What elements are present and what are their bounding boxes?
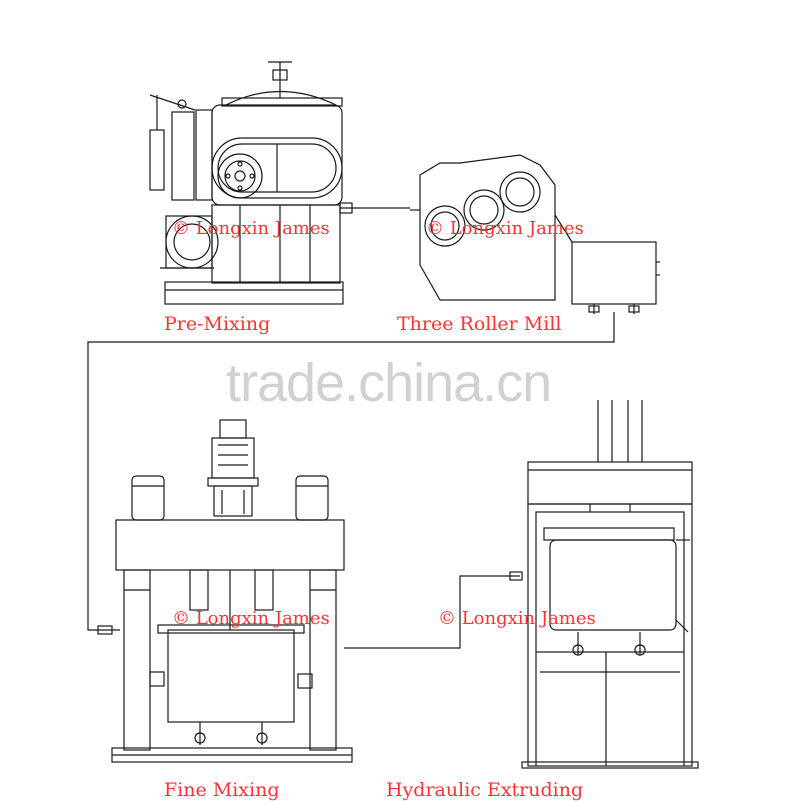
fine-mixing-label: Fine Mixing — [164, 779, 280, 801]
three-roller-mill-label: Three Roller Mill — [397, 313, 562, 335]
hydraulic-extruding-machine — [521, 400, 699, 769]
hydraulic-extruding-label: Hydraulic Extruding — [386, 779, 584, 801]
copyright-watermark: © Longxin James — [172, 218, 330, 239]
three-roller-mill — [87, 154, 660, 635]
copyright-watermark: © Longxin James — [426, 218, 584, 239]
fine-mixing-machine — [111, 419, 523, 763]
pre-mixing-label: Pre-Mixing — [164, 313, 271, 335]
pre-mixing-machine — [149, 61, 410, 305]
copyright-watermark: © Longxin James — [172, 608, 330, 629]
site-watermark: trade.china.cn — [226, 353, 552, 413]
copyright-watermark: © Longxin James — [438, 608, 596, 629]
